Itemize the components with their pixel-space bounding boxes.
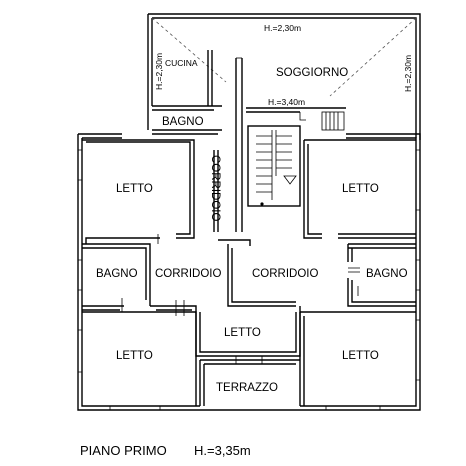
room-label-bagno-top: BAGNO [162, 116, 204, 128]
room-label-bagno-w: BAGNO [96, 268, 138, 280]
room-label-letto-se: LETTO [342, 350, 379, 362]
plan-caption: PIANO PRIMO H.=3,35m [80, 443, 251, 458]
height-label-right: H.=2,30m [403, 55, 413, 92]
room-label-letto-ne: LETTO [342, 183, 379, 195]
room-label-cucina: CUCINA [165, 58, 198, 68]
interior-walls [82, 125, 416, 406]
height-label-stair: H.=3,40m [268, 97, 305, 107]
upper-block-walls [147, 13, 421, 232]
room-label-letto-sw: LETTO [116, 350, 153, 362]
lower-block-walls [77, 133, 421, 411]
room-label-soggiorno: SOGGIORNO [276, 67, 348, 79]
room-label-letto-center: LETTO [224, 327, 261, 339]
roof-slope-right [329, 17, 417, 97]
room-label-corridoio-vertical: CORRIDOIO [209, 155, 221, 222]
height-label-top: H.=2,30m [264, 23, 301, 33]
height-annotations: H.=2,30m H.=2,30m H.=2,30m H.=3,40m [154, 23, 413, 107]
room-label-corridoio-e: CORRIDOIO [252, 268, 319, 280]
height-label-left: H.=2,30m [154, 53, 164, 90]
room-label-letto-nw: LETTO [116, 183, 153, 195]
room-label-bagno-e: BAGNO [366, 268, 408, 280]
caption-floor: PIANO PRIMO [80, 443, 167, 458]
room-label-terrazzo: TERRAZZO [216, 382, 278, 394]
room-label-corridoio-w: CORRIDOIO [155, 268, 222, 280]
roof-slope-left [151, 17, 227, 83]
caption-height: H.=3,35m [194, 443, 251, 458]
room-labels: SOGGIORNO CUCINA BAGNO CORRIDOIO LETTO L… [96, 58, 408, 394]
